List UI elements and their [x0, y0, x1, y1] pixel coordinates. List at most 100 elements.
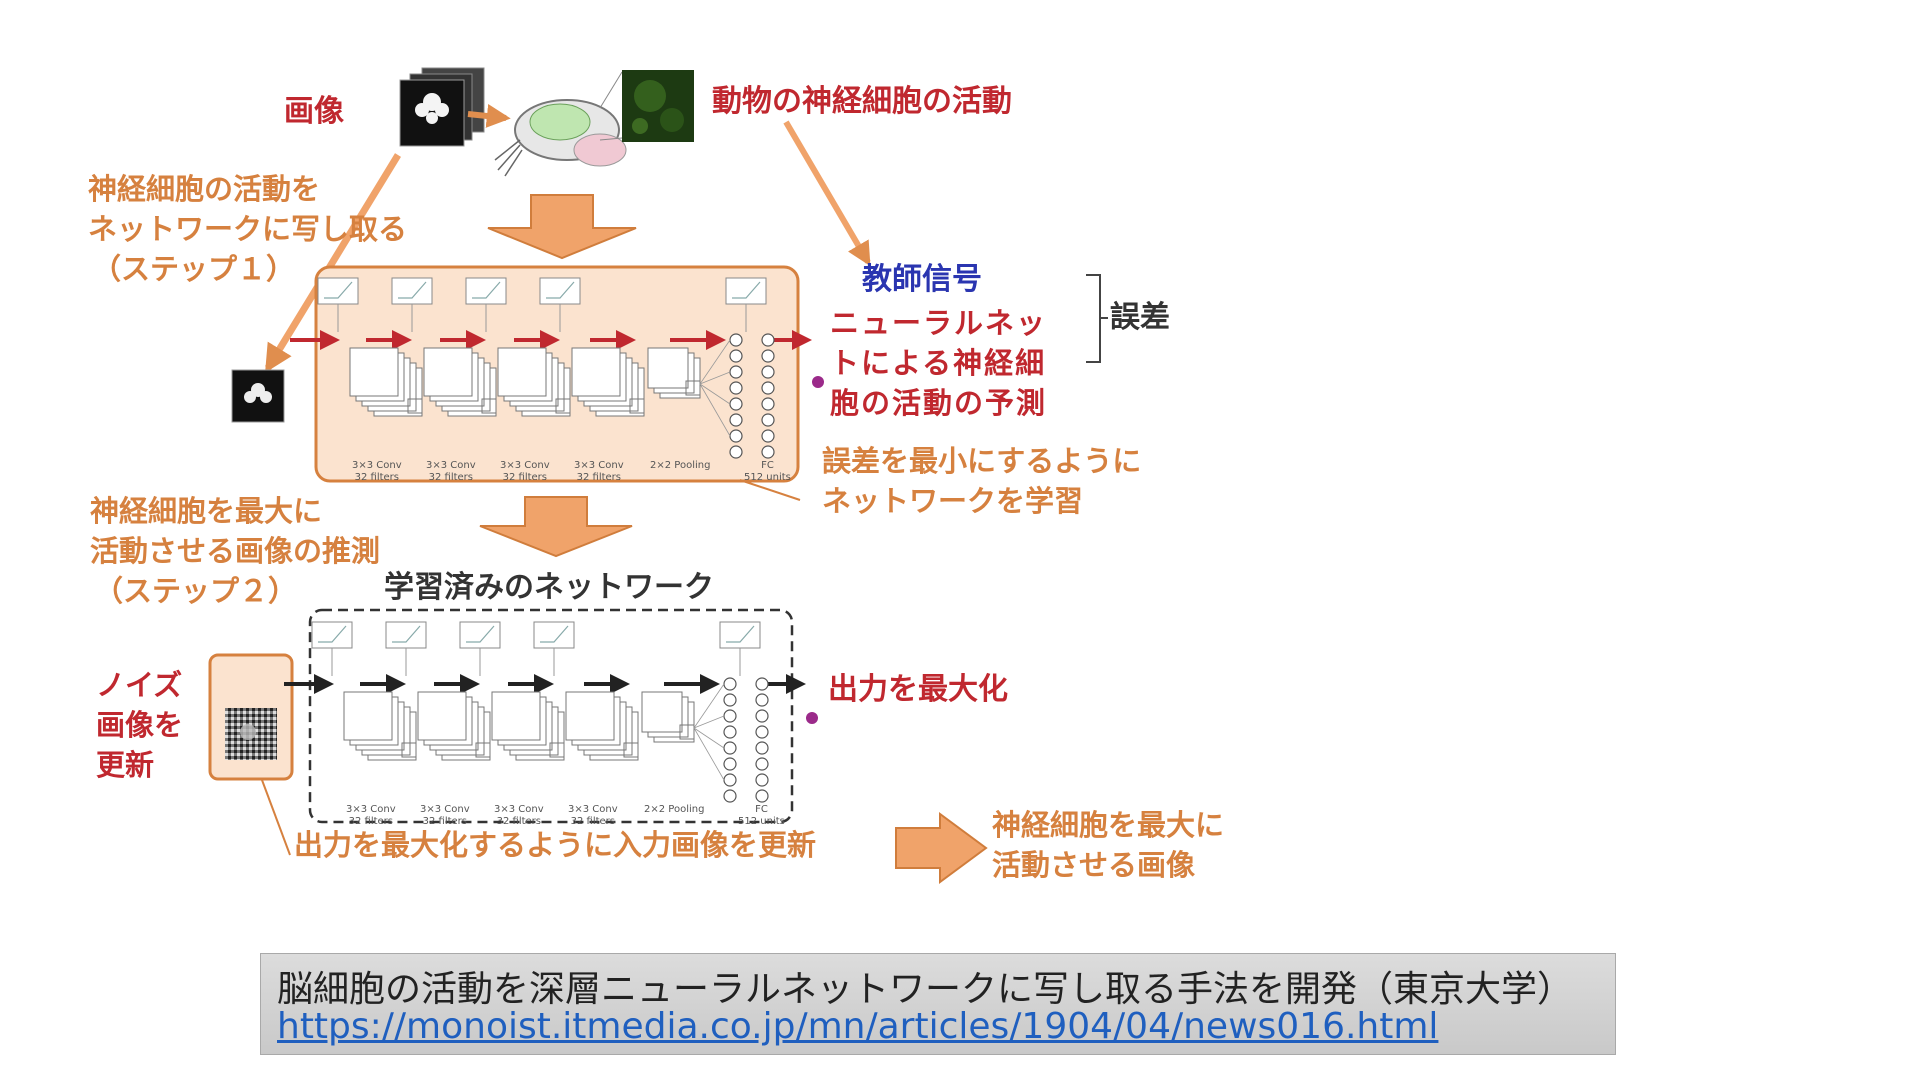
animal-activity-label: 動物の神経細胞の活動 [712, 84, 1012, 119]
layer-caption-sub: 32 filters [496, 816, 541, 827]
noise-to-update-connector [261, 779, 291, 856]
big-down-arrow-middle [479, 496, 633, 558]
step2-line3: （ステップ２） [94, 574, 298, 608]
layer-caption-title: 3×3 Conv [574, 460, 624, 471]
filter-icon [539, 277, 581, 305]
caption-title: 脳細胞の活動を深層ニューラルネットワークに写し取る手法を開発（東京大学） [277, 969, 1574, 1010]
kernel-box [685, 380, 701, 396]
fc-neuron [723, 757, 737, 771]
noise-line3: 更新 [96, 748, 155, 782]
layer-caption-title: 3×3 Conv [346, 804, 396, 815]
filter-icon [725, 277, 767, 305]
kernel-box [623, 742, 639, 758]
fc-neuron [761, 397, 775, 411]
layer-caption-sub: 32 filters [428, 472, 473, 483]
network-layers-step1 [290, 277, 824, 459]
layer-caption-sub: 32 filters [576, 472, 621, 483]
step1-line3: （ステップ１） [92, 252, 296, 286]
fc-connection [693, 727, 725, 749]
output-neuron-dot [812, 376, 824, 388]
prediction-line3: 胞の活動の予測 [830, 386, 1048, 420]
filter-icon [533, 621, 575, 649]
kernel-box [407, 398, 423, 414]
fc-neuron [755, 693, 769, 707]
fc-neuron [729, 445, 743, 459]
network-layers-step2 [284, 621, 818, 803]
step1-line2: ネットワークに写し取る [88, 212, 408, 246]
layer-caption-title: 3×3 Conv [494, 804, 544, 815]
stimulus-image-stack [399, 67, 485, 147]
fc-neuron [729, 365, 743, 379]
noise-line1: ノイズ [96, 668, 183, 702]
layer-caption-title: FC [761, 460, 774, 471]
fc-neuron [723, 677, 737, 691]
minimize-line2: ネットワークを学習 [822, 484, 1084, 518]
feature-map [571, 347, 621, 397]
fc-neuron [729, 429, 743, 443]
layer-caption-title: 3×3 Conv [420, 804, 470, 815]
fc-neuron [723, 709, 737, 723]
feature-map [641, 691, 683, 733]
fc-connection [699, 383, 731, 405]
layer-caption-sub: 32 filters [502, 472, 547, 483]
fc-neuron [755, 709, 769, 723]
fc-neuron [761, 381, 775, 395]
fc-neuron [761, 349, 775, 363]
network-input-image-step1 [231, 369, 285, 423]
filter-icon [391, 277, 433, 305]
fc-connection [693, 683, 725, 729]
step2-line2: 活動させる画像の推測 [90, 534, 381, 568]
filter-icon [465, 277, 507, 305]
relu-curve [318, 625, 347, 643]
noise-image-panel [208, 653, 294, 781]
caption-source-link[interactable]: https://monoist.itmedia.co.jp/mn/article… [277, 1006, 1439, 1047]
fc-neuron [729, 381, 743, 395]
neural-activity-image [622, 70, 694, 142]
layer-caption-sub: 32 filters [348, 816, 393, 827]
step1-line1: 神経細胞の活動を [88, 172, 321, 206]
layer-caption-sub: 512 units [744, 472, 791, 483]
fc-neuron [755, 741, 769, 755]
fc-neuron [761, 445, 775, 459]
relu-curve [472, 281, 501, 299]
layer-caption: 2×2 Pooling [650, 460, 710, 472]
fc-neuron [755, 773, 769, 787]
fc-neuron [729, 333, 743, 347]
output-neuron-dot [806, 712, 818, 724]
fc-neuron [723, 725, 737, 739]
fc-neuron [755, 789, 769, 803]
relu-curve [392, 625, 421, 643]
kernel-box [679, 724, 695, 740]
layer-caption-sub: 512 units [738, 816, 785, 827]
teacher-signal-label: 教師信号 [862, 262, 982, 297]
layer-caption-title: 3×3 Conv [426, 460, 476, 471]
relu-curve [540, 625, 569, 643]
layer-caption-title: 2×2 Pooling [644, 804, 705, 815]
kernel-box [401, 742, 417, 758]
fc-neuron [723, 741, 737, 755]
fc-connection [693, 727, 725, 781]
fc-neuron [729, 397, 743, 411]
layer-caption-sub: 32 filters [570, 816, 615, 827]
feature-map [417, 691, 467, 741]
filter-icon [459, 621, 501, 649]
fc-connection [699, 371, 731, 385]
result-line2: 活動させる画像 [992, 848, 1196, 882]
layer-caption-title: 2×2 Pooling [650, 460, 711, 471]
mouse-illustration [467, 71, 627, 177]
kernel-box [629, 398, 645, 414]
kernel-box [481, 398, 497, 414]
big-right-arrow [895, 812, 988, 884]
fc-neuron [723, 693, 737, 707]
fc-connection [693, 715, 725, 729]
relu-curve [732, 281, 761, 299]
arrow-activity-to-teacher [783, 120, 871, 267]
error-bracket [1086, 274, 1108, 363]
relu-curve [466, 625, 495, 643]
fc-neuron [729, 413, 743, 427]
fc-neuron [761, 365, 775, 379]
prediction-line1: ニューラルネッ [830, 306, 1048, 340]
